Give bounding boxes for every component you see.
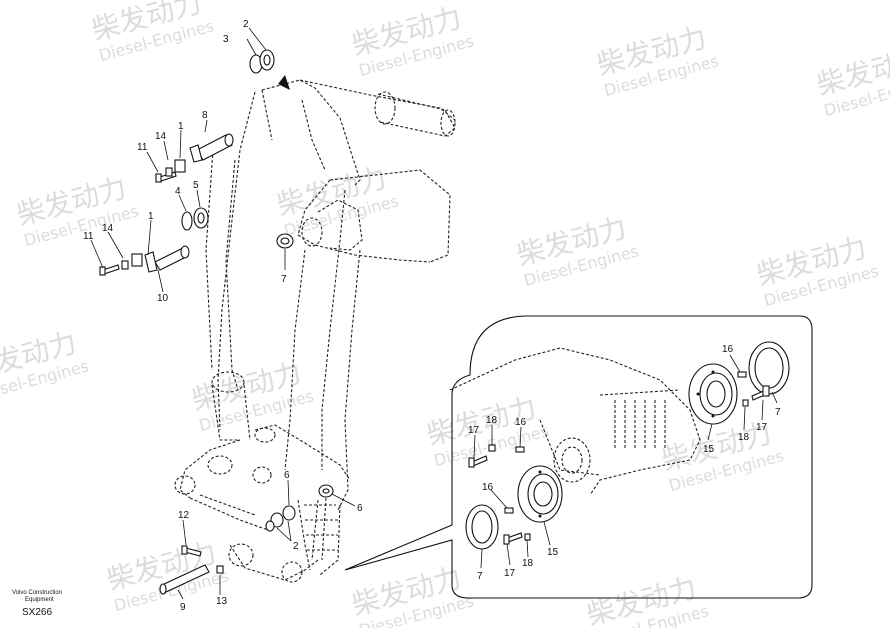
part-washers-4-5 (181, 207, 209, 231)
detail-callout-16-mid: 16 (482, 482, 494, 493)
watermark-9: 柴发动力 Diesel-Engines (0, 326, 91, 405)
part-washers-top (249, 49, 275, 74)
detail-callout-17: 17 (756, 422, 768, 433)
callout-6-right: 6 (357, 503, 363, 514)
callout-7: 7 (281, 274, 287, 285)
callout-6: 6 (284, 470, 290, 481)
callout-14: 14 (155, 131, 167, 142)
callout-11-lower: 11 (83, 231, 94, 242)
callout-12: 12 (178, 510, 190, 521)
detail-callout-15: 15 (703, 444, 715, 455)
watermark-6: 柴发动力 Diesel-Engines (273, 161, 401, 240)
callout-3: 3 (223, 34, 229, 45)
watermark-8: 柴发动力 Diesel-Engines (753, 231, 881, 310)
detail-hub-15-right (688, 363, 738, 425)
drawing-code: SX266 (22, 607, 52, 618)
part-bolt-11-upper (155, 159, 186, 183)
watermark-11: 柴发动力 Diesel-Engines (423, 391, 551, 470)
detail-small-parts-right (737, 371, 770, 407)
watermark-14: 柴发动力 Diesel-Engines (348, 561, 476, 628)
detail-callout-18: 18 (738, 432, 750, 443)
watermark-1: 柴发动力 Diesel-Engines (88, 0, 216, 65)
part-pin-10 (144, 245, 190, 273)
watermark-10: 柴发动力 Diesel-Engines (188, 356, 316, 435)
part-seal-6-lower (265, 505, 296, 532)
detail-callout-18-left: 18 (486, 415, 498, 426)
watermark-5: 柴发动力 Diesel-Engines (13, 171, 141, 250)
detail-callout-15-left: 15 (547, 547, 559, 558)
callout-labels: 3 2 8 14 1 11 4 5 1 14 11 10 7 6 6 2 12 … (83, 19, 363, 613)
arm-outline (174, 79, 456, 583)
callout-8: 8 (202, 110, 208, 121)
detail-callout-16: 16 (722, 344, 734, 355)
callout-2-lower: 2 (293, 541, 299, 552)
detail-leaders (473, 354, 778, 569)
company-line-1: Volvo Construction (12, 590, 62, 596)
detail-small-parts-left (468, 444, 531, 545)
callout-4: 4 (175, 186, 181, 197)
watermark-13: 柴发动力 Diesel-Engines (103, 536, 231, 615)
part-pin-9 (159, 564, 210, 595)
callout-5: 5 (193, 180, 199, 191)
detail-ring-7-left (465, 504, 499, 550)
callout-1: 1 (178, 121, 184, 132)
callout-9: 9 (180, 602, 186, 613)
footer-brand: Volvo Construction Equipment SX266 (12, 590, 62, 618)
callout-2: 2 (243, 19, 249, 30)
detail-callout-7: 7 (775, 407, 781, 418)
detail-callout-17-left: 17 (468, 425, 480, 436)
detail-callout-7-left: 7 (477, 571, 483, 582)
part-nut-13 (216, 565, 224, 574)
part-bolt-11-lower (99, 253, 143, 276)
part-seal-7-upper (276, 233, 294, 249)
part-pin-8 (189, 133, 234, 163)
pointer-arrow (278, 75, 290, 90)
detail-callout-16-left: 16 (515, 417, 527, 428)
detail-callout-17-bottom: 17 (504, 568, 516, 579)
callout-1-lower: 1 (148, 211, 154, 222)
company-line-2: Equipment (25, 597, 54, 603)
detail-callout (344, 315, 813, 599)
callout-10: 10 (157, 293, 169, 304)
part-bolt-12 (181, 545, 202, 557)
watermark-4: 柴发动力 Diesel-Engines (813, 41, 890, 120)
watermark-15: 柴发动力 Diesel-Engines (583, 571, 711, 628)
detail-callout-18-bottom: 18 (522, 558, 534, 569)
leader-lines (90, 27, 356, 600)
watermark-7: 柴发动力 Diesel-Engines (513, 211, 641, 290)
callout-14-lower: 14 (102, 223, 114, 234)
watermark-2: 柴发动力 Diesel-Engines (348, 1, 476, 80)
watermark-3: 柴发动力 Diesel-Engines (593, 21, 721, 100)
detail-hub-15-left (517, 465, 563, 523)
callout-11: 11 (137, 142, 148, 153)
part-seal-6 (318, 484, 334, 498)
callout-13: 13 (216, 596, 228, 607)
detail-labels: 16 7 18 17 15 17 18 16 16 15 7 17 18 (468, 344, 781, 582)
